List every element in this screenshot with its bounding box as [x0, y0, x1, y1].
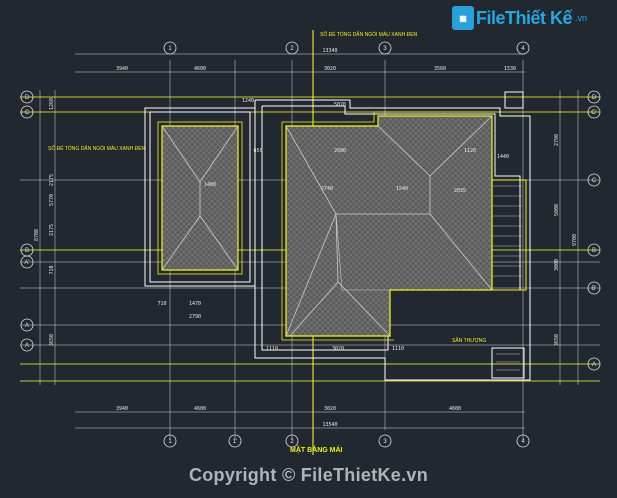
- grid-top-2-circle: [378, 41, 392, 55]
- grid-right-4-label: B': [591, 286, 596, 292]
- grid-left-4-circle: [20, 318, 34, 332]
- dim-inner-9: 1110: [392, 346, 404, 352]
- dim-inner-7: 1110: [266, 346, 278, 352]
- grid-top-0-circle: [163, 41, 177, 55]
- dim-top-2: 3020: [324, 66, 336, 72]
- note-detail: SÂN THƯỢNG: [452, 337, 486, 344]
- dim-right-0: 2790: [554, 134, 560, 146]
- grid-right-3-label: B: [592, 248, 596, 254]
- file-icon: ▦: [451, 6, 474, 30]
- grid-bottom-3-label: 3: [383, 439, 387, 445]
- dim-left-0: 1260: [49, 98, 55, 110]
- dim-inner-12: 1440: [497, 154, 509, 160]
- grid-right-0-label: D: [592, 95, 597, 101]
- brand-tld: .vn: [574, 13, 587, 23]
- grid-left-5-circle: [20, 338, 34, 352]
- dim-bottom-3: 4600: [449, 406, 461, 412]
- grid-right-4-circle: [587, 281, 601, 295]
- grid-bottom-3-circle: [378, 434, 392, 448]
- dim-inner-15: 1480: [204, 182, 216, 188]
- dim-top-3: 3560: [434, 66, 446, 72]
- dimension-texts: 13340 3940 4600 3020 3560 1530 3940 4600 3020 460…: [34, 48, 578, 428]
- terrace-hatch: [492, 185, 522, 371]
- dim-inner-14: 710: [157, 301, 166, 307]
- dim-left-3: 2175: [49, 224, 55, 236]
- grid-top-2-label: 3: [383, 46, 387, 52]
- dim-left-4: 710: [49, 265, 55, 274]
- grid-bottom-0-circle: [163, 434, 177, 448]
- grid-left-4-label: A: [25, 323, 29, 329]
- grid-bottom-4-circle: [516, 434, 530, 448]
- grid-top-3-label: 4: [521, 46, 525, 52]
- grid-bottom-2-label: 2: [290, 439, 294, 445]
- grid-right-0-circle: [587, 90, 601, 104]
- grid-bottom-1-label: 1': [233, 439, 237, 445]
- grid-bottom-2-circle: [285, 434, 299, 448]
- copyright-watermark: Copyright © FileThietKe.vn: [188, 465, 429, 485]
- note-top: SỐ ĐỂ TỔNG DÂN NGÓI MÀU XANH ĐEN: [320, 31, 418, 38]
- grid-left-0-label: D: [25, 95, 30, 101]
- grid-left-1-circle: [20, 105, 34, 119]
- grid-right-2-circle: [587, 173, 601, 187]
- dim-inner-6: 2790: [189, 314, 201, 320]
- dim-left-1: 2175: [49, 174, 55, 186]
- dim-inner-8: 3020: [332, 346, 344, 352]
- dim-left-total: 8700: [34, 229, 40, 241]
- grid-top-3-circle: [516, 41, 530, 55]
- grid-bottom-4-label: 4: [521, 439, 525, 445]
- drawing-title: MẶT BẰNG MÁI: [290, 445, 343, 454]
- grid-left-2-label: B: [25, 248, 29, 254]
- roof-main: [285, 115, 493, 337]
- grid-left-3-circle: [20, 255, 34, 269]
- dim-inner-10: 5070: [334, 102, 346, 108]
- grid-right-1-circle: [587, 105, 601, 119]
- dim-bottom-total: 13540: [322, 422, 337, 428]
- dim-top-0: 3940: [116, 66, 128, 72]
- grid-right-5-circle: [587, 357, 601, 371]
- dim-left-2: 5770: [49, 194, 55, 206]
- grid-top-1-circle: [285, 41, 299, 55]
- dim-inner-11: 1240: [242, 98, 254, 104]
- grid-left-5-label: A: [25, 343, 29, 349]
- dim-bottom-2: 3020: [324, 406, 336, 412]
- dim-right-1: 5000: [554, 204, 560, 216]
- note-left: SỐ ĐỂ TỔNG DÂN NGÓI MÀU XANH ĐEN: [48, 145, 146, 152]
- brand-logo: ▦ FileThiết Kế .vn: [451, 6, 587, 30]
- grid-right-3-circle: [587, 243, 601, 257]
- dim-bottom-1: 4600: [194, 406, 206, 412]
- grid-right-1-label: C': [591, 110, 596, 116]
- dim-bottom-0: 3940: [116, 406, 128, 412]
- roof-left: [161, 125, 239, 271]
- dim-inner-3: 2035: [454, 188, 466, 194]
- brand-name: FileThiết Kế: [475, 7, 573, 28]
- dim-right-2: 3000: [554, 259, 560, 271]
- eave-lines: [157, 111, 496, 341]
- grid-bottom-0-label: 1: [168, 439, 172, 445]
- grid-bottom-1-circle: [228, 434, 242, 448]
- grid-right-5-label: A: [592, 362, 596, 368]
- dim-inner-13: 650: [253, 148, 262, 154]
- dim-inner-1: 1540: [396, 186, 408, 192]
- dim-inner-0: 2600: [334, 148, 346, 154]
- grid-top-0-label: 1: [168, 46, 172, 52]
- dim-right-total: 9700: [572, 234, 578, 246]
- dim-inner-4: 2740: [321, 186, 333, 192]
- grid-left-3-label: A': [24, 260, 29, 266]
- dim-inner-2: 1120: [464, 148, 476, 154]
- dim-left-5: 3650: [49, 334, 55, 346]
- dim-top-1: 4600: [194, 66, 206, 72]
- grid-top-1-label: 2: [290, 46, 294, 52]
- grid-right-2-label: C: [592, 178, 597, 184]
- grid-left-0-circle: [20, 90, 34, 104]
- dim-right-3: 3650: [554, 334, 560, 346]
- grid-left-1-label: C: [25, 110, 30, 116]
- dim-top-4: 1530: [504, 66, 516, 72]
- dim-inner-5: 1470: [189, 301, 201, 307]
- dim-top-total: 13340: [322, 48, 337, 54]
